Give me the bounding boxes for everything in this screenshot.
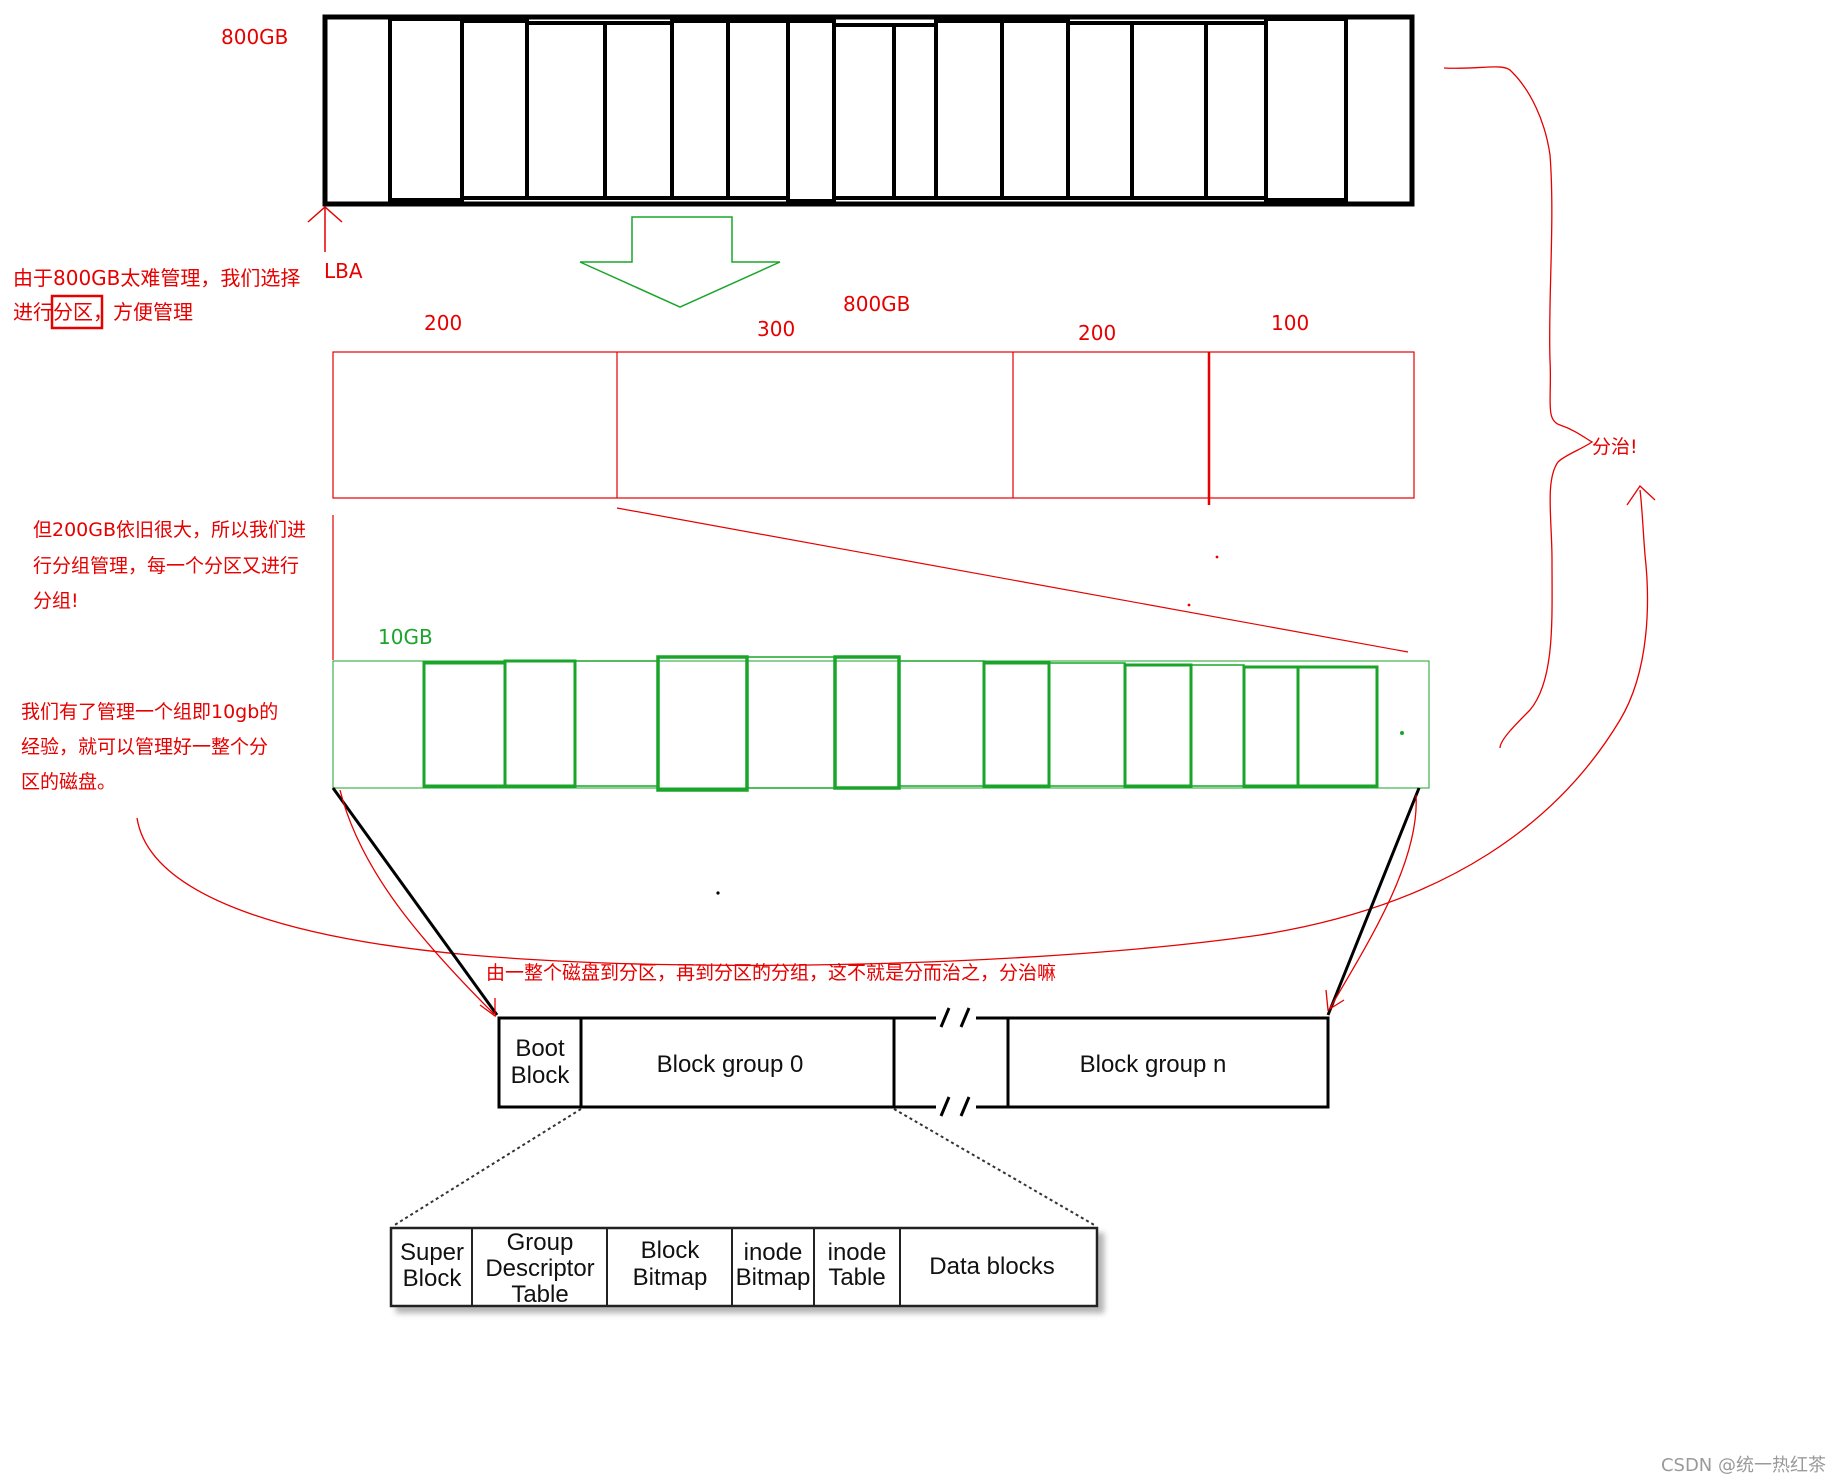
partition-bar [332, 351, 1415, 505]
disk-size-label: 800GB [221, 25, 288, 49]
inode-table-label-2: Table [828, 1264, 885, 1291]
footer-note: 由一整个磁盘到分区，再到分区的分组，这不就是分而治之，分治嘛 [486, 962, 1056, 984]
partition-note-line2: 进行分区，方便管理 [13, 300, 193, 324]
super-block-label-1: Super [400, 1239, 464, 1266]
partition-size-2: 300 [757, 317, 795, 341]
loop-arrow-head-icon [1626, 485, 1656, 506]
partition-size-4: 100 [1271, 311, 1309, 335]
gdt-label-3: Table [511, 1281, 568, 1308]
group-note-line2: 行分组管理，每一个分区又进行 [33, 555, 299, 577]
loop-arrow [136, 489, 1649, 967]
lba-arrow-icon [307, 205, 343, 252]
red-arrow-right [1329, 794, 1417, 1009]
experience-note-line2: 经验，就可以管理好一整个分 [21, 736, 268, 758]
block-bitmap-label-2: Bitmap [633, 1264, 708, 1291]
block-group-bar [497, 1010, 1330, 1115]
dot-marker [1187, 603, 1191, 607]
divide-bracket [1443, 66, 1594, 749]
dot-marker [1400, 731, 1404, 735]
data-blocks-label: Data blocks [929, 1253, 1054, 1280]
partition-note-suffix: ，方便管理 [93, 300, 193, 324]
boot-block-label-2: Block [511, 1062, 571, 1089]
break-mark-icon [939, 1007, 971, 1117]
group-layout-dividers [471, 1228, 901, 1306]
block-group-n-label: Block group n [1080, 1051, 1227, 1078]
inode-bitmap-label-2: Bitmap [736, 1264, 811, 1291]
partition-size-1: 200 [424, 311, 462, 335]
lba-label: LBA [324, 259, 363, 283]
partition-note-highlight: 分区 [53, 300, 93, 324]
group-bar [332, 655, 1430, 792]
watermark: CSDN @统一热红茶 [1661, 1455, 1826, 1476]
group-note-line1: 但200GB依旧很大，所以我们进 [33, 519, 306, 541]
red-arrowhead-left-icon [479, 998, 496, 1018]
highlight-box [50, 294, 104, 330]
partition-note-prefix: 进行 [13, 300, 53, 324]
disk-bar [322, 14, 1415, 207]
experience-note-line1: 我们有了管理一个组即10gb的 [21, 701, 278, 723]
group-note-line3: 分组! [33, 590, 79, 612]
experience-note-line3: 区的磁盘。 [21, 771, 116, 793]
partition-size-3: 200 [1078, 321, 1116, 345]
dotted-zoom-right [893, 1108, 1097, 1227]
dot-marker [1215, 555, 1219, 559]
dot-marker [716, 891, 720, 895]
block-bitmap-label-1: Block [641, 1237, 701, 1264]
boot-block-label-1: Boot [515, 1035, 565, 1062]
zoom-line-right [616, 507, 1409, 653]
zoom-line-black-left [331, 787, 499, 1016]
partition-total-label: 800GB [843, 292, 910, 316]
down-arrow-icon [579, 216, 781, 308]
super-block-label-2: Block [403, 1265, 463, 1292]
partition-note-line1: 由于800GB太难管理，我们选择 [13, 266, 300, 290]
inode-table-label-1: inode [828, 1239, 887, 1266]
dotted-zoom-left [392, 1108, 582, 1227]
red-arrowhead-right-icon [1325, 989, 1345, 1012]
gdt-label-1: Group [507, 1229, 574, 1256]
group-layout-bar [389, 1226, 1099, 1308]
block-group-0-label: Block group 0 [657, 1051, 804, 1078]
red-arrow-left [339, 789, 495, 1015]
group-size-label: 10GB [378, 625, 433, 649]
inode-bitmap-label-1: inode [744, 1239, 803, 1266]
divide-conquer-label: 分治! [1592, 436, 1638, 458]
zoom-line-black-right [1326, 787, 1421, 1016]
gdt-label-2: Descriptor [485, 1255, 594, 1282]
